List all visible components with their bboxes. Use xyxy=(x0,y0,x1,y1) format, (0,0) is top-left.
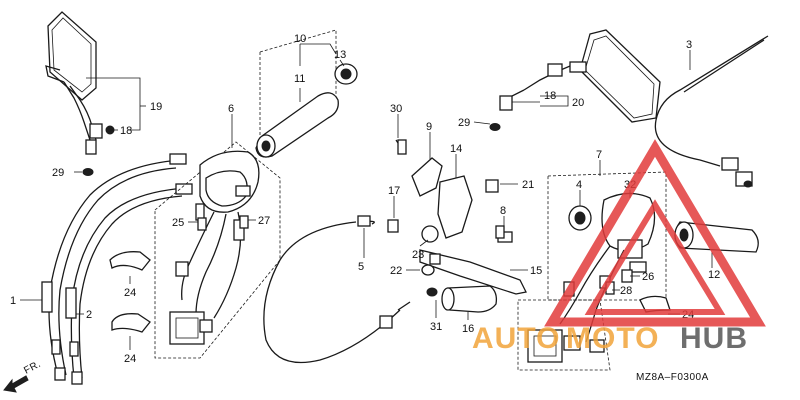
label-28: 28 xyxy=(620,285,632,297)
label-4: 4 xyxy=(576,179,582,191)
clutch-lever-assembly xyxy=(387,139,527,297)
label-6: 6 xyxy=(228,103,234,115)
master-cylinder xyxy=(441,285,498,313)
label-19: 19 xyxy=(150,101,162,113)
label-13: 13 xyxy=(334,49,346,61)
label-20: 20 xyxy=(572,97,584,109)
label-14: 14 xyxy=(450,143,462,155)
label-11: 11 xyxy=(294,73,305,85)
right-mirror xyxy=(489,29,661,131)
label-2: 2 xyxy=(86,309,92,321)
label-8: 8 xyxy=(500,205,506,217)
label-10: 10 xyxy=(294,33,306,45)
diagram-code: MZ8A–F0300A xyxy=(636,372,709,383)
throttle-grip xyxy=(255,29,358,158)
label-27: 27 xyxy=(258,215,270,227)
label-31: 31 xyxy=(430,321,442,333)
front-direction-arrow: FR. xyxy=(3,359,43,393)
label-3: 3 xyxy=(686,39,692,51)
label-17: 17 xyxy=(388,185,400,197)
label-26: 26 xyxy=(642,271,654,283)
label-21: 21 xyxy=(522,179,534,191)
watermark-brand-left: AUTO xyxy=(472,322,560,355)
label-23: 23 xyxy=(412,249,424,261)
cable-clamps xyxy=(109,251,671,333)
label-9: 9 xyxy=(426,121,432,133)
label-30: 30 xyxy=(390,103,402,115)
label-12: 12 xyxy=(708,269,720,281)
label-22: 22 xyxy=(390,265,402,277)
watermark-logo: AUTO MOTO HUB xyxy=(472,139,766,355)
watermark-brand-right: HUB xyxy=(680,322,748,355)
label-1: 1 xyxy=(10,295,16,307)
left-switch-assembly xyxy=(154,141,281,359)
small-hardware xyxy=(105,125,633,295)
label-18b: 18 xyxy=(544,90,556,102)
left-mirror xyxy=(45,11,103,176)
label-29a: 29 xyxy=(52,167,64,179)
clutch-cable xyxy=(263,215,411,364)
label-24a: 24 xyxy=(124,287,136,299)
label-25: 25 xyxy=(172,217,184,229)
throttle-cables xyxy=(41,153,193,385)
label-18a: 18 xyxy=(120,125,132,137)
label-29b: 29 xyxy=(458,117,470,129)
front-label: FR. xyxy=(22,359,43,377)
label-7: 7 xyxy=(596,149,602,161)
label-5: 5 xyxy=(358,261,364,273)
label-24b: 24 xyxy=(124,353,136,365)
choke-cable xyxy=(654,35,769,188)
label-16: 16 xyxy=(462,323,474,335)
watermark-brand-mid: MOTO xyxy=(566,322,659,355)
label-15: 15 xyxy=(530,265,542,277)
